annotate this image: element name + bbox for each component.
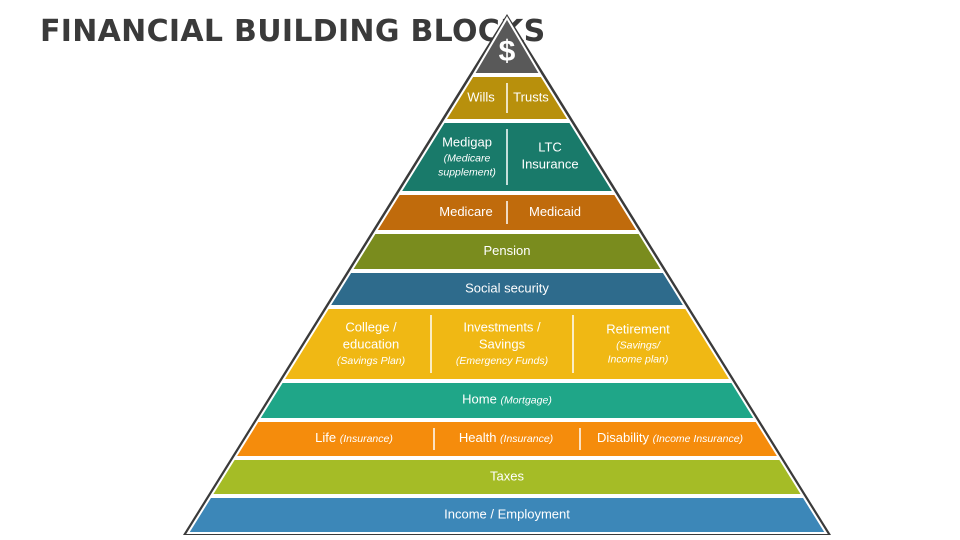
- block-label-group: Home (Mortgage): [462, 392, 552, 407]
- block-cell: College /education (Savings Plan): [337, 320, 405, 367]
- block-label: Medicaid: [529, 204, 581, 219]
- block-cell: Medicare: [439, 204, 492, 219]
- block-label: Life: [315, 430, 340, 445]
- block-sublabel: (Emergency Funds): [456, 355, 548, 367]
- block-cell: Social security: [465, 280, 549, 295]
- tier-band: [186, 496, 828, 534]
- tier-band: [350, 232, 664, 271]
- tier-medicare-medicaid: Medicare Medicaid: [374, 193, 640, 232]
- tier-life-health-disability: Life (Insurance)Health (Insurance)Disabi…: [233, 420, 781, 458]
- block-label: Income / Employment: [444, 506, 570, 521]
- tier-band: [233, 420, 781, 458]
- block-sublabel: (Savings Plan): [337, 355, 405, 367]
- block-label: Wills: [467, 89, 495, 104]
- block-cell: Trusts: [513, 89, 549, 104]
- apex-block: $: [472, 16, 542, 75]
- block-sublabel: (Income Insurance): [653, 433, 743, 445]
- block-label: Taxes: [490, 468, 524, 483]
- block-cell: Life (Insurance): [315, 430, 393, 445]
- block-cell: Taxes: [490, 468, 524, 483]
- block-label-group: Disability (Income Insurance): [597, 430, 743, 445]
- block-cell: Wills: [467, 89, 495, 104]
- block-cell: Investments /Savings (Emergency Funds): [456, 320, 548, 367]
- block-sublabel: (Insurance): [500, 433, 553, 445]
- block-cell: Home (Mortgage): [462, 392, 552, 407]
- block-label: Investments /Savings: [463, 320, 541, 352]
- block-sublabel: (Mortgage): [500, 394, 551, 406]
- tier-pension: Pension: [350, 232, 664, 271]
- block-label: Medicare: [439, 204, 492, 219]
- block-label: Health: [459, 430, 500, 445]
- block-label-group: Health (Insurance): [459, 430, 553, 445]
- tier-taxes: Taxes: [209, 458, 805, 496]
- block-cell: Health (Insurance): [459, 430, 553, 445]
- dollar-icon: $: [499, 35, 516, 68]
- block-label-group: Life (Insurance): [315, 430, 393, 445]
- tier-band: [209, 458, 805, 496]
- tier-home: Home (Mortgage): [257, 381, 757, 420]
- block-cell: Retirement (Savings/Income plan): [606, 321, 670, 365]
- block-cell: Disability (Income Insurance): [597, 430, 743, 445]
- page-title: FINANCIAL BUILDING BLOCKS: [40, 14, 546, 49]
- block-cell: Pension: [484, 243, 531, 258]
- block-sublabel: (Insurance): [340, 433, 393, 445]
- block-cell: Medicaid: [529, 204, 581, 219]
- block-cell: Income / Employment: [444, 506, 570, 521]
- tier-wills-trusts: Wills Trusts: [443, 75, 571, 121]
- block-label: Retirement: [606, 321, 670, 336]
- tier-band: [327, 271, 687, 307]
- block-label: Social security: [465, 280, 549, 295]
- tier-social-security: Social security: [327, 271, 687, 307]
- block-label: Disability: [597, 430, 653, 445]
- tier-band: [257, 381, 757, 420]
- block-sublabel: (Savings/Income plan): [608, 339, 669, 365]
- tier-band: [281, 307, 733, 381]
- tier-income-employment: Income / Employment: [186, 496, 828, 534]
- apex-triangle: [472, 16, 542, 75]
- tier-college-investments-retirement: College /education (Savings Plan) Investme…: [281, 307, 733, 381]
- block-label: Pension: [484, 243, 531, 258]
- block-label: Home: [462, 392, 500, 407]
- block-label: Trusts: [513, 89, 549, 104]
- block-label: Medigap: [442, 134, 492, 149]
- block-label: College /education: [343, 320, 399, 352]
